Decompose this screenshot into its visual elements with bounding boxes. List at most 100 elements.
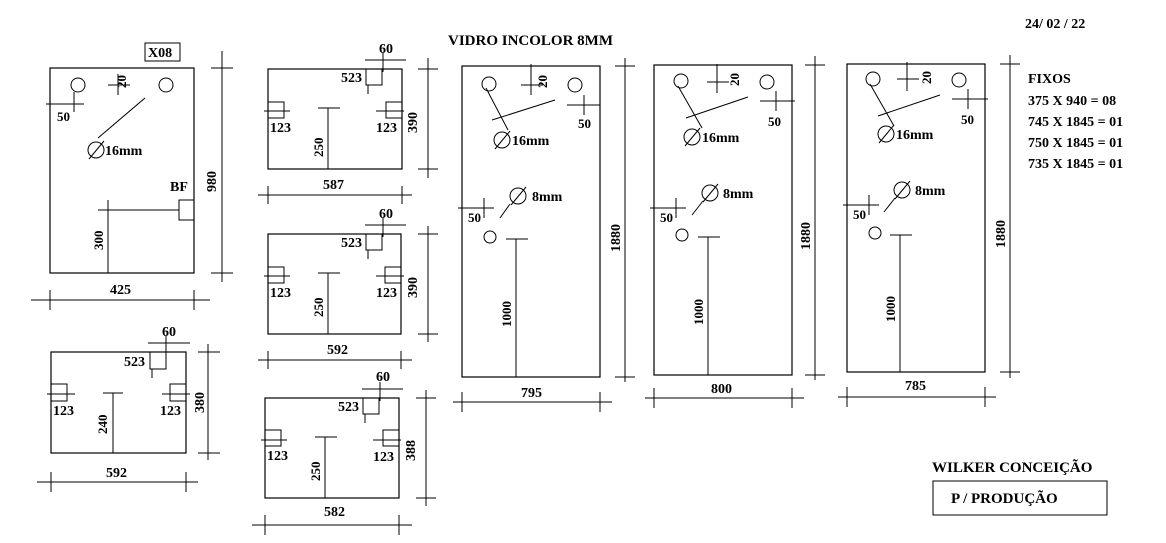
height-label: 1880 xyxy=(609,224,624,252)
small-offset-mark xyxy=(458,198,494,218)
diameter-icon-slash xyxy=(684,127,701,147)
height-dimension-line xyxy=(1000,55,1020,378)
drawing-date: 24/ 02 / 22 xyxy=(1025,17,1085,32)
width-dimension-line xyxy=(838,387,996,407)
top-cutout-box xyxy=(365,233,383,251)
width-dimension-line xyxy=(645,388,804,408)
hole xyxy=(865,71,881,87)
notch-label: 60 xyxy=(162,325,176,340)
height-label: 1880 xyxy=(799,222,814,250)
notch-label: 60 xyxy=(379,207,393,222)
hole xyxy=(158,77,174,93)
production-stamp-box xyxy=(932,480,1108,516)
diameter-icon xyxy=(877,125,895,143)
panel-b2: 60 523 123 123 250 390 592 xyxy=(258,207,438,369)
hole-center-mark xyxy=(707,64,729,93)
right-cutout-label: 123 xyxy=(376,286,397,301)
fixos-title: FIXOS xyxy=(1028,72,1071,87)
height-dimension-line xyxy=(418,226,438,342)
leader-line xyxy=(883,197,896,213)
hole xyxy=(759,74,775,90)
width-label: 795 xyxy=(521,386,542,401)
drawing-title: VIDRO INCOLOR 8MM xyxy=(448,33,613,49)
hole-height-label: 1000 xyxy=(691,299,706,325)
leader-line xyxy=(677,85,749,129)
diameter-icon xyxy=(893,181,911,199)
leader-line xyxy=(869,83,941,127)
panel-outline xyxy=(267,68,403,170)
center-dimension-line xyxy=(318,272,340,334)
diameter-icon xyxy=(87,141,105,159)
right-cutout-label: 123 xyxy=(376,121,397,136)
panel-outline xyxy=(846,63,986,373)
left-cutout-label: 123 xyxy=(53,404,74,419)
hole-height-label: 1000 xyxy=(499,301,514,327)
panel-outline xyxy=(267,233,402,335)
notch-label: 60 xyxy=(376,370,390,385)
hole-height-dimension-line xyxy=(698,236,720,375)
width-label: 582 xyxy=(324,505,345,520)
quantity-label: X08 xyxy=(148,46,172,61)
fixos-list: FIXOS 375 X 940 = 08 745 X 1845 = 01 750… xyxy=(1028,72,1123,172)
small-offset-mark xyxy=(650,198,686,218)
panel-d1: 20 50 16mm 8mm 50 1000 1880 795 xyxy=(453,58,635,412)
hole-center-mark xyxy=(521,64,543,95)
right-cutout-box xyxy=(384,266,402,284)
side-offset-label: 50 xyxy=(578,116,591,131)
small-offset-label: 50 xyxy=(660,210,673,225)
left-cutout-label: 123 xyxy=(267,449,288,464)
hole xyxy=(673,73,689,89)
quantity-box xyxy=(144,42,181,62)
width-label: 800 xyxy=(711,382,732,397)
cutout-label: BF xyxy=(170,180,188,195)
small-hole-label: 8mm xyxy=(915,184,946,199)
center-dimension-line xyxy=(103,392,123,453)
diameter-icon-slash xyxy=(510,186,527,206)
height-label: 980 xyxy=(205,171,220,192)
notch-dimension-line xyxy=(148,336,190,354)
panel-b3: 60 523 123 123 250 388 582 xyxy=(252,370,436,535)
diameter-icon-slash xyxy=(878,124,895,144)
notch-dimension-line xyxy=(362,382,403,401)
top-cutout-label: 523 xyxy=(338,400,359,415)
height-label: 380 xyxy=(193,392,208,413)
edge-offset-label: 50 xyxy=(57,109,70,124)
width-label: 587 xyxy=(323,178,344,193)
right-cutout-box xyxy=(382,429,400,447)
big-hole-label: 16mm xyxy=(512,134,550,149)
big-hole-label: 16mm xyxy=(702,131,740,146)
top-offset-label: 20 xyxy=(727,73,742,86)
width-label: 592 xyxy=(327,343,348,358)
hole-height-dimension-line xyxy=(890,234,912,372)
hole-center-mark xyxy=(108,74,130,95)
height-label: 390 xyxy=(406,112,421,133)
leader-line xyxy=(97,97,146,139)
left-cutout-box xyxy=(267,266,285,284)
top-cutout-box xyxy=(149,351,167,370)
height-label: 388 xyxy=(404,440,419,461)
right-cutout-box xyxy=(385,101,403,119)
big-hole-label: 16mm xyxy=(896,128,934,143)
company-name: WILKER CONCEIÇÃO xyxy=(932,458,1092,476)
diameter-icon xyxy=(493,131,511,149)
small-hole-label: 8mm xyxy=(723,187,754,202)
panel-outline xyxy=(461,65,601,378)
side-offset-label: 50 xyxy=(768,114,781,129)
right-cutout-label: 123 xyxy=(160,404,181,419)
panel-d3: 20 50 16mm 8mm 50 1000 1880 785 xyxy=(838,55,1020,407)
hole xyxy=(868,226,882,240)
height-dimension-line xyxy=(615,58,635,382)
panel-c: 60 523 123 123 240 380 592 xyxy=(37,325,220,492)
height-dimension-line xyxy=(416,390,436,506)
width-dimension-line xyxy=(31,290,210,310)
width-dimension-line xyxy=(258,186,412,204)
diameter-icon xyxy=(509,187,527,205)
leader-line xyxy=(499,203,511,219)
leader-line xyxy=(485,87,556,131)
center-label: 250 xyxy=(311,298,326,318)
center-dimension-line xyxy=(318,107,340,169)
fixos-item: 750 X 1845 = 01 xyxy=(1028,136,1123,151)
left-cutout-box xyxy=(264,429,282,447)
notch-label: 60 xyxy=(379,42,393,57)
